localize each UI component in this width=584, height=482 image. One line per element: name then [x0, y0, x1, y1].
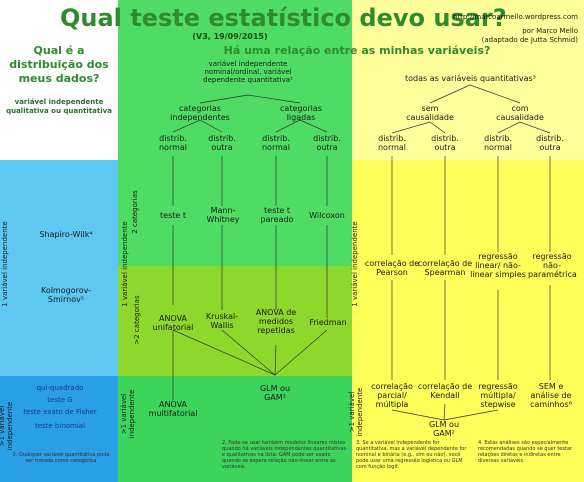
correlacao-spearman: correlação de Spearman	[417, 259, 473, 277]
glm-gam-yellow: GLM ou GAM²	[428, 420, 460, 438]
bg-yellow-top	[352, 0, 584, 160]
row1-left-label: 1 variável independente	[1, 221, 9, 307]
regressao-linear: regressão linear/ não-linear simples	[470, 252, 526, 279]
green-distrib-outra-1: distrib. outra	[208, 134, 236, 152]
row2-green-label: >1 variável independente	[120, 389, 136, 439]
correlacao-pearson: correlação de Pearson	[364, 259, 420, 277]
yellow-distrib-outra-2: distrib. outra	[536, 134, 564, 152]
row2-left-label: >1 variável independente	[0, 401, 14, 451]
kolmogorov-smirnov: Kolmogorov-Smirnov⁵	[40, 286, 92, 304]
anova-medidas-repetidas: ANOVA de medidos repetidas	[255, 308, 297, 335]
bg-green-row1a	[118, 160, 352, 266]
sem-causal-node: sem causalidade	[406, 104, 454, 122]
bg-left-bottom	[0, 376, 118, 482]
row1-yellow-label: 1 variável independente	[351, 221, 359, 307]
bg-yellow-bottom	[352, 376, 584, 482]
bg-green-bottom	[118, 376, 352, 482]
left-footnote: 3. Qualquer variável quantitativa pode s…	[12, 452, 110, 464]
regressao-multipla: regressão múltipla/ stepwise	[478, 382, 518, 409]
footnote-4: 4. Estas análises são especialmente reco…	[478, 440, 573, 464]
teste-g: teste G	[47, 396, 73, 404]
bg-left-mid	[0, 160, 118, 376]
shapiro-wilk: Shapiro-Wilk⁴	[39, 230, 93, 239]
main-question: Há uma relação entre as minhas variáveis…	[223, 44, 491, 57]
sem-analise-caminhos: SEM e análise de caminhos⁶	[530, 382, 572, 409]
anova-multifatorial: ANOVA multifatorial	[148, 400, 198, 418]
kruskal-wallis: Kruskal-Wallis	[205, 312, 239, 330]
regressao-nao-parametrica: regressão não-paramétrica	[528, 252, 577, 279]
bg-left-top	[0, 0, 118, 160]
author-label: por Marco Mello	[522, 27, 578, 35]
green-distrib-outra-2: distrib. outra	[313, 134, 341, 152]
cat-indep-node: categorias independentes	[170, 104, 230, 122]
friedman: Friedman	[309, 318, 347, 327]
teste-fisher: teste exato de Fisher	[23, 408, 97, 416]
teste-t-pareado: teste t pareado	[260, 206, 294, 224]
row1-green-label: 1 variável independente	[121, 221, 129, 307]
bg-yellow-mid	[352, 160, 584, 376]
teste-t: teste t	[160, 211, 186, 220]
page-title: Qual teste estatístico devo usar?	[60, 4, 507, 32]
yellow-distrib-normal-2: distrib. normal	[483, 134, 513, 152]
url-label: http://marcoarmello.wordpress.com	[452, 13, 578, 21]
wilcoxon: Wilcoxon	[309, 211, 345, 220]
glm-gam-green: GLM ou GAM²	[259, 384, 291, 402]
green-distrib-normal-2: distrib. normal	[261, 134, 291, 152]
adapted-label: (adaptado de Jutta Schmid)	[481, 36, 578, 44]
footnote-3: 3. Se a variável independente for quanti…	[356, 440, 467, 470]
correlacao-kendall: correlação de Kendall	[417, 382, 473, 400]
left-header: Qual é a distribuição dos meus dados?	[9, 44, 109, 85]
yellow-distrib-outra-1: distrib. outra	[431, 134, 459, 152]
teste-binomial: teste binomial	[34, 422, 86, 430]
footnote-2: 2. Pode-se usar também modelos lineares …	[222, 440, 347, 470]
row1a-green-label: 2 categorias	[131, 190, 139, 234]
green-distrib-normal-1: distrib. normal	[158, 134, 188, 152]
row2-yellow-label: >1 variável independente	[348, 387, 364, 437]
correlacao-parcial: correlação parcial/ múltipla	[371, 382, 413, 409]
anova-unifatorial: ANOVA unifatorial	[152, 314, 194, 332]
mann-whitney: Mann-Whitney	[206, 206, 240, 224]
left-var-label: variável independente qualitativa ou qua…	[6, 98, 112, 115]
cat-linked-node: categorias ligadas	[280, 104, 322, 122]
green-top-node: variável independente nominal/ordinal, v…	[203, 60, 293, 84]
row1b-green-label: >2 categorias	[133, 295, 141, 345]
com-causal-node: com causalidade	[496, 104, 544, 122]
yellow-top-node: todas as variáveis quantitativas³	[405, 74, 536, 83]
qui-quadrado: qui-quadrado	[36, 384, 84, 392]
version-label: (V3, 19/09/2015)	[192, 32, 268, 41]
bg-green-top	[118, 0, 352, 160]
yellow-distrib-normal-1: distrib. normal	[377, 134, 407, 152]
